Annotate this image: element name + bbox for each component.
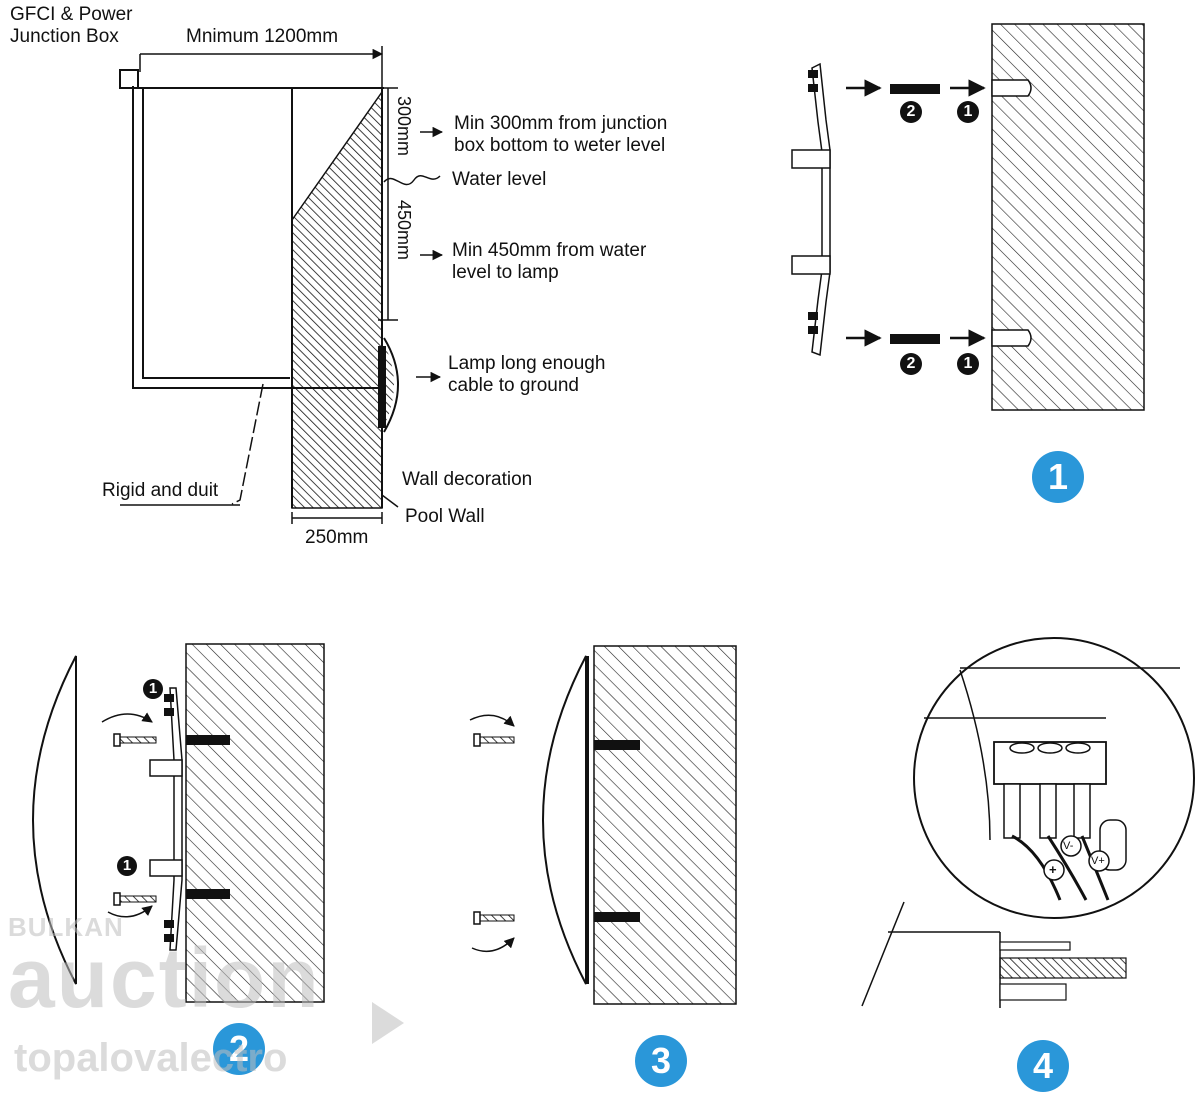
watermark-brand-small: BULKAN [8, 912, 124, 942]
wall-decoration-label: Wall decoration [402, 469, 533, 490]
terminal-plus-label: + [1049, 862, 1057, 877]
step-badge-4: 4 [1017, 1040, 1069, 1092]
watermark-seller: topalovalectro [14, 1036, 288, 1080]
step2-diagram [32, 643, 325, 1003]
watermark-brand-large: auction [8, 931, 321, 1025]
pool-wall-label: Pool Wall [405, 506, 485, 527]
step4-diagram [861, 637, 1195, 1008]
lamp-note-line1: Lamp long enough [448, 353, 606, 374]
step2-lamp [32, 655, 77, 985]
terminal-v-minus-label: V- [1063, 840, 1074, 852]
note-450-line1: Min 450mm from water [452, 240, 647, 261]
terminal-v-plus [1088, 850, 1110, 872]
lamp-note-line2: cable to ground [448, 375, 579, 396]
step2-wall [185, 643, 325, 1003]
min-width-label: Mnimum 1200mm [186, 26, 339, 47]
terminal-v-plus-label: V+ [1091, 855, 1105, 867]
step-badge-2: 2 [213, 1023, 265, 1075]
junction-box-label-line1: GFCI & Power [10, 4, 133, 25]
note-300-line1: Min 300mm from junction [454, 113, 668, 134]
step2-marker-bottom: 1 [122, 857, 132, 874]
step-badge-3: 3 [635, 1035, 687, 1087]
step1-marker-upper-anchor: 1 [963, 103, 973, 120]
water-level-wave [383, 174, 441, 186]
step1-marker-lower-anchor: 1 [963, 355, 973, 372]
watermark-play-icon [372, 1002, 404, 1044]
step3-wall [593, 645, 737, 1005]
dim-450-label: 450mm [394, 200, 414, 261]
step1-marker-upper-dowel: 2 [906, 103, 916, 120]
step2-marker-top: 1 [148, 680, 158, 697]
step3-diagram [469, 645, 737, 1005]
junction-box [119, 69, 139, 89]
dim-250-label: 250mm [305, 527, 369, 548]
step-badge-1: 1 [1032, 451, 1084, 503]
note-450-line2: level to lamp [452, 262, 559, 283]
note-300-line2: box bottom to weter level [454, 135, 666, 156]
step3-lamp [542, 655, 587, 985]
junction-box-label-line2: Junction Box [10, 26, 119, 47]
step1-dowel [890, 84, 940, 94]
water-level-label: Water level [452, 169, 547, 190]
main-section-diagram [119, 46, 444, 524]
step1-diagram [791, 23, 1145, 411]
step1-bracket [811, 62, 831, 357]
conduit-label: Rigid and duit [102, 480, 219, 501]
step1-marker-lower-dowel: 2 [906, 355, 916, 372]
pool-wall-hatch [291, 89, 383, 509]
terminal-v-minus [1060, 835, 1082, 857]
terminal-plus [1043, 859, 1065, 881]
dim-300-label: 300mm [394, 96, 414, 157]
